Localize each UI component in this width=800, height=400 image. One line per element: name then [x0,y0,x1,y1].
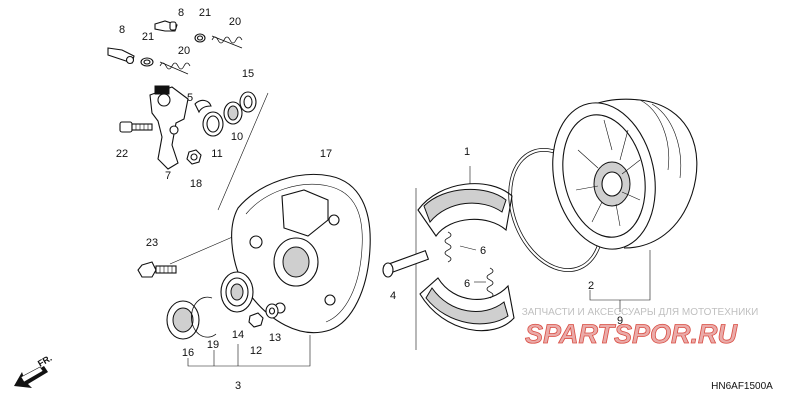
watermark-text: ЗАПЧАСТИ И АКСЕССУАРЫ ДЛЯ МОТОТЕХНИКИ [522,307,759,318]
callout-4: 4 [390,290,396,302]
brake-drum-9 [552,98,698,250]
arm-part-8-lower [107,47,135,65]
callout-17: 17 [320,148,332,160]
nut-18 [186,149,202,165]
callout-9: 9 [617,315,623,327]
washer-13 [265,303,279,319]
brake-shoe-lower [419,277,515,332]
bolt-12 [248,312,264,328]
callout-8-lower: 8 [119,24,125,36]
brake-cam-shaft-4 [382,250,430,278]
callout-7: 7 [165,170,171,182]
callout-20-lower: 20 [178,45,190,57]
callout-16: 16 [182,347,194,359]
felt-seal-15 [239,91,257,113]
circlip-19 [190,296,217,338]
callout-15: 15 [242,68,254,80]
callout-8-upper: 8 [178,7,184,19]
callout-21-upper: 21 [199,7,211,19]
callout-19: 19 [207,339,219,351]
dust-seal-10 [223,101,243,125]
callout-6-upper: 6 [480,245,486,257]
bracket-group-3 [187,335,311,367]
watermark-logo: SPARTSPOR.RU [525,319,739,349]
callout-1: 1 [464,146,470,158]
callout-12: 12 [250,345,262,357]
callout-21-lower: 21 [142,31,154,43]
brake-shoe-upper [417,183,513,237]
brake-cam-lever-7 [149,85,189,170]
spring-20-upper [211,35,243,49]
callout-22: 22 [116,148,128,160]
callout-10: 10 [231,131,243,143]
leader-6a [459,245,477,251]
bracket-shoes-1 [415,166,471,350]
guide-line-seal-stack [217,92,269,211]
panel-bolt-23 [137,261,177,278]
bearing-14 [220,271,254,313]
o-ring-11 [202,111,224,137]
callout-14: 14 [232,329,244,341]
oil-seal-16 [166,300,200,340]
return-spring-6-lower [486,267,494,299]
return-spring-6-upper [444,231,452,263]
wear-indicator-5 [194,99,212,114]
lever-bolt-22 [119,121,153,133]
callout-3: 3 [235,380,241,392]
brake-panel-17 [231,173,371,334]
bushing-21-lower [140,57,154,67]
callout-5: 5 [187,92,193,104]
callout-23: 23 [146,237,158,249]
callout-2: 2 [588,280,594,292]
callout-6-lower: 6 [464,278,470,290]
front-direction-label: FR. [36,353,54,369]
arm-part-8-upper [154,20,178,32]
bushing-21-upper [194,33,206,43]
watermark: ЗАПЧАСТИ И АКСЕССУАРЫ ДЛЯ МОТОТЕХНИКИ SP… [522,307,759,349]
diagram-code: HN6AF1500A [711,381,773,392]
callout-18: 18 [190,178,202,190]
callout-20-upper: 20 [229,16,241,28]
callout-13: 13 [269,332,281,344]
front-direction-arrow-icon: FR. [14,353,54,388]
bracket-group-9 [589,250,651,312]
callouts: 8 8 21 21 20 20 15 5 11 10 22 7 18 17 1 … [116,7,623,392]
spring-20-lower [159,61,191,75]
callout-11: 11 [211,148,222,160]
